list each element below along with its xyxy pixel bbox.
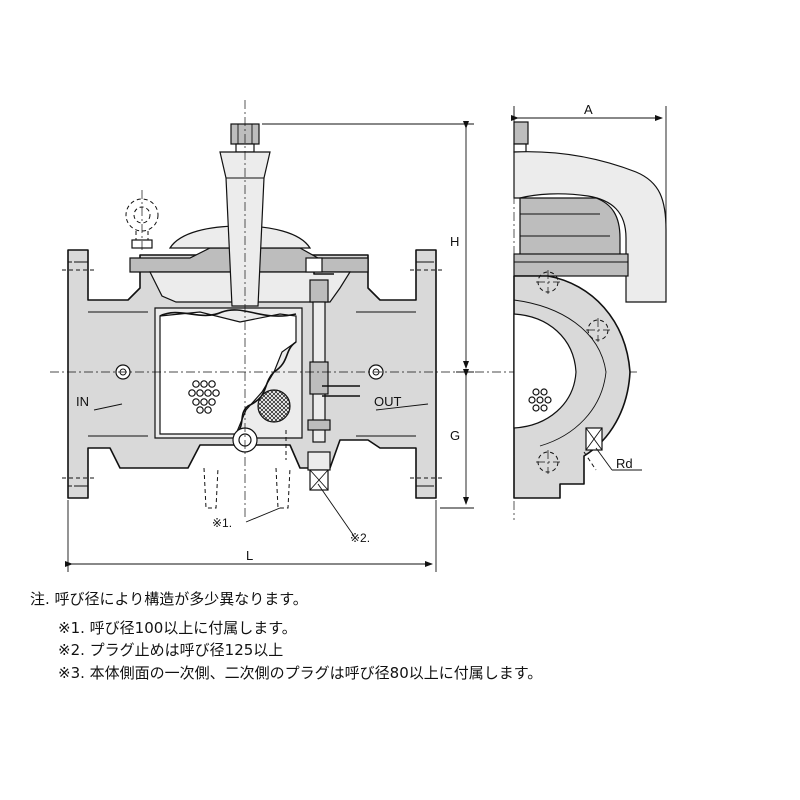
- inlet-label: IN: [76, 394, 89, 409]
- dimension-g-label: G: [450, 428, 460, 443]
- lifting-eye-bolt: [125, 198, 159, 249]
- notes-section: 注. 呼び径により構造が多少異なります。 ※1. 呼び径100以上に付属します。…: [30, 588, 790, 684]
- dimension-l-label: L: [246, 548, 253, 563]
- dimension-a-label: A: [584, 102, 593, 117]
- marker-note-2: ※2.: [350, 531, 370, 545]
- dimension-rd-label: Rd: [616, 456, 633, 471]
- flange-bolt-holes: [62, 261, 442, 487]
- note-item-3: ※3. 本体側面の一次側、二次側のプラグは呼び径80以上に付属します。: [58, 663, 543, 682]
- note-item-1: ※1. 呼び径100以上に付属します。: [58, 618, 297, 637]
- note-item-2: ※2. プラグ止めは呼び径125以上: [58, 641, 284, 659]
- marker-note-1: ※1.: [212, 516, 232, 530]
- outlet-label: OUT: [374, 394, 402, 409]
- dimension-lines: [65, 106, 667, 572]
- side-view: [513, 121, 667, 499]
- strainer-screen: [257, 389, 291, 423]
- perforated-plate: [188, 380, 220, 414]
- notes-heading: 注. 呼び径により構造が多少異なります。: [30, 590, 308, 608]
- front-view: [62, 123, 442, 509]
- valve-technical-drawing: A H G L Rd IN OUT ※1. ※2.: [50, 100, 667, 572]
- dimension-h-label: H: [450, 234, 459, 249]
